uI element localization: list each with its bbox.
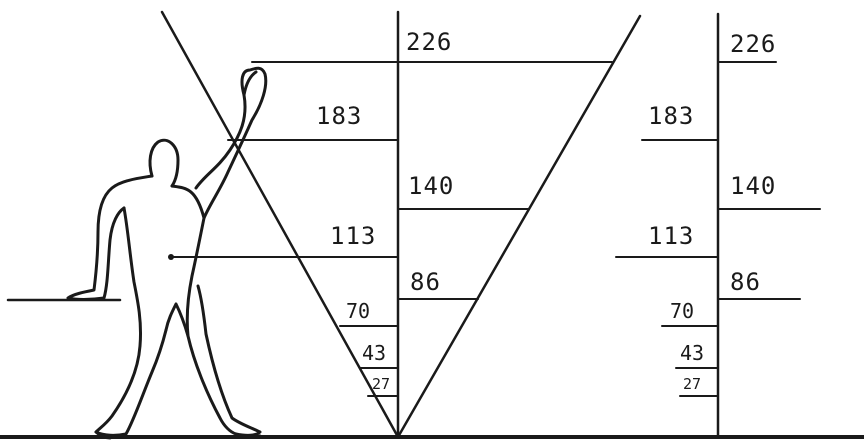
label-183-right: 183 bbox=[648, 102, 694, 130]
label-113-right: 113 bbox=[648, 222, 694, 250]
label-140-left: 140 bbox=[408, 172, 454, 200]
modulor-figure bbox=[66, 66, 268, 440]
label-86-right: 86 bbox=[730, 268, 761, 296]
diagonal-right bbox=[396, 14, 642, 439]
label-140-right: 140 bbox=[730, 172, 776, 200]
label-70-right: 70 bbox=[670, 299, 694, 323]
label-183-left: 183 bbox=[316, 102, 362, 130]
label-226-left: 226 bbox=[406, 28, 452, 56]
label-70-left: 70 bbox=[346, 299, 370, 323]
label-86-left: 86 bbox=[410, 268, 441, 296]
diagonal-left bbox=[160, 10, 400, 439]
label-43-right: 43 bbox=[680, 341, 704, 365]
label-27-right: 27 bbox=[683, 375, 701, 393]
label-27-left: 27 bbox=[372, 375, 390, 393]
navel-dot bbox=[168, 254, 174, 260]
label-43-left: 43 bbox=[362, 341, 386, 365]
label-226-right: 226 bbox=[730, 30, 776, 58]
label-113-left: 113 bbox=[330, 222, 376, 250]
